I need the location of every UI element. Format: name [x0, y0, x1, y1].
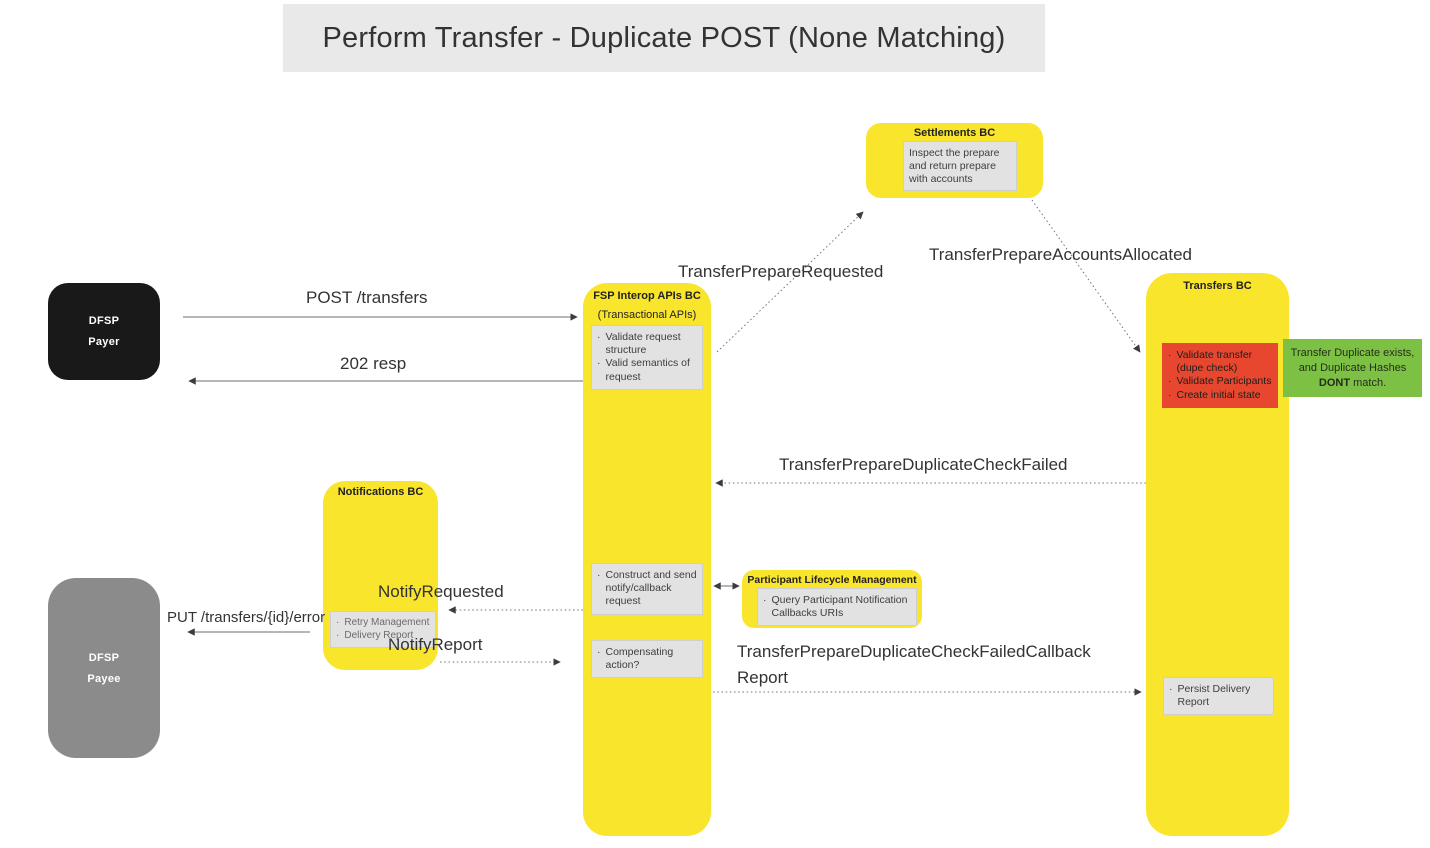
- component-title: Transfers BC: [1183, 280, 1252, 292]
- diagram-title: Perform Transfer - Duplicate POST (None …: [283, 4, 1045, 72]
- note-construct-notify: ·Construct and send notify/callback requ…: [591, 563, 703, 615]
- component-title: Settlements BC: [913, 127, 996, 139]
- component-settlements-bc: Settlements BC Inspect the prepare and r…: [866, 123, 1043, 198]
- note-line: Transfer Duplicate exists,: [1290, 346, 1415, 359]
- arrow-transfer-prepare-accounts-allocated: [1031, 199, 1141, 353]
- bullet-item: ·Query Participant Notification Callback…: [763, 594, 908, 620]
- actor-payee-line1: DFSP: [88, 651, 120, 664]
- label-notify-report: NotifyReport: [388, 635, 483, 654]
- bullet-item: ·Valid semantics of request: [597, 357, 690, 383]
- component-fsp-interop-apis-bc: FSP Interop APIs BC (Transactional APIs)…: [583, 283, 711, 836]
- actor-payee-line2: Payee: [87, 672, 121, 685]
- label-transfer-prepare-accounts-allocated: TransferPrepareAccountsAllocated: [929, 245, 1193, 264]
- note-retry-delivery: ·Retry Management·Delivery Report: [330, 611, 436, 649]
- component-title: FSP Interop APIs BC: [593, 290, 701, 302]
- note-line: and Duplicate Hashes: [1298, 361, 1407, 374]
- arrow-transfer-prepare-requested: [716, 211, 864, 353]
- note-persist-delivery-report: ·Persist Delivery Report: [1163, 677, 1274, 716]
- actor-dfsp-payee: DFSP Payee: [48, 578, 160, 758]
- note-bold-word: DONT: [1318, 376, 1351, 389]
- bullet-item: ·Retry Management: [336, 617, 430, 628]
- bullet-item: ·Compensating action?: [597, 646, 674, 672]
- bullet-item: ·Persist Delivery Report: [1169, 683, 1251, 709]
- note-duplicate-hashes-dont-match: Transfer Duplicate exists, and Duplicate…: [1283, 339, 1422, 397]
- bullet-item: ·Validate request structure: [597, 331, 681, 357]
- label-duplicate-check-failed-callback: TransferPrepareDuplicateCheckFailedCallb…: [737, 639, 1091, 691]
- label-put-transfers-error: PUT /transfers/{id}/error: [167, 609, 326, 626]
- label-202-resp: 202 resp: [340, 354, 407, 373]
- note-inspect-prepare: Inspect the prepare and return prepare w…: [903, 141, 1017, 191]
- component-notifications-bc: Notifications BC ·Retry Management·Deliv…: [323, 481, 438, 670]
- note-tail: match.: [1353, 376, 1387, 389]
- note-validate-request: ·Validate request structure·Valid semant…: [591, 325, 703, 390]
- actor-dfsp-payer: DFSP Payer: [48, 283, 160, 380]
- component-title: Notifications BC: [337, 486, 424, 498]
- bullet-item: ·Construct and send notify/callback requ…: [597, 569, 697, 608]
- note-query-participant-callbacks: ·Query Participant Notification Callback…: [757, 588, 917, 627]
- label-line1: TransferPrepareDuplicateCheckFailedCallb…: [737, 642, 1091, 661]
- label-post-transfers: POST /transfers: [306, 288, 428, 307]
- bullet-item: ·Create initial state: [1168, 388, 1261, 401]
- component-participant-lifecycle-management: Participant Lifecycle Management ·Query …: [742, 570, 922, 628]
- component-transfers-bc: Transfers BC ·Validate transfer (dupe ch…: [1146, 273, 1289, 836]
- actor-payer-line1: DFSP: [88, 315, 120, 327]
- label-transfer-prepare-requested: TransferPrepareRequested: [678, 262, 884, 281]
- component-title: Participant Lifecycle Management: [747, 574, 917, 586]
- bullet-item: ·Validate transfer (dupe check): [1168, 349, 1253, 375]
- bullet-item: ·Validate Participants: [1168, 375, 1272, 388]
- note-line: DONT match.: [1319, 376, 1386, 391]
- actor-payer-line2: Payer: [88, 336, 120, 348]
- note-validate-transfer: ·Validate transfer (dupe check)·Validate…: [1162, 343, 1278, 408]
- label-line2: Report: [737, 668, 789, 687]
- bullet-item: ·Delivery Report: [336, 629, 414, 641]
- note-compensating-action: ·Compensating action?: [591, 640, 703, 679]
- component-subtitle: (Transactional APIs): [597, 309, 697, 321]
- label-transfer-prepare-duplicate-check-failed: TransferPrepareDuplicateCheckFailed: [779, 455, 1068, 474]
- label-notify-requested: NotifyRequested: [378, 582, 504, 601]
